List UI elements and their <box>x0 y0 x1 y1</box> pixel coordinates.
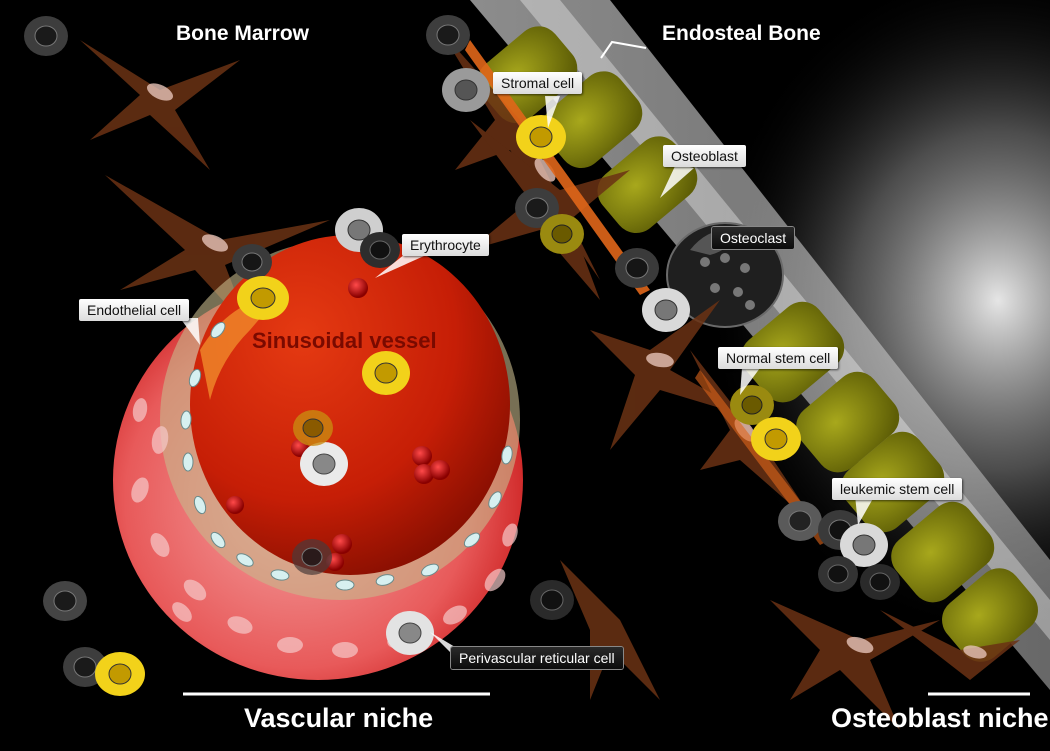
gray-cell <box>232 244 272 280</box>
vessel-rim <box>200 295 280 400</box>
endosteal-bracket <box>600 40 647 59</box>
gray-cell <box>43 581 87 621</box>
stem-cell <box>751 417 801 461</box>
stem-cell <box>293 410 333 446</box>
erythrocytes <box>226 278 450 571</box>
gray-cell <box>24 16 68 56</box>
gray-cell <box>300 442 348 486</box>
perivascular-reticular-cell-label: Perivascular reticular cell <box>451 647 623 669</box>
gray-cell <box>515 188 559 228</box>
stromal-cell <box>80 40 240 170</box>
erythrocyte-cell <box>226 496 244 514</box>
erythrocyte-cell <box>430 460 450 480</box>
endosteal-bone-title: Endosteal Bone <box>662 22 821 45</box>
osteoblast-cell <box>796 371 900 473</box>
stromal-cell <box>880 610 1020 680</box>
perivascular-cells <box>131 398 518 658</box>
stem-cell <box>516 115 566 159</box>
stromal-strand <box>465 40 650 295</box>
normal-stem-cell-label: Normal stem cell <box>718 347 839 369</box>
gray-cell <box>615 248 659 288</box>
osteoblast-pointer <box>660 164 694 198</box>
gray-cell <box>860 564 900 600</box>
erythrocyte-cell <box>414 464 434 484</box>
gray-cell <box>360 232 400 268</box>
endothelial-pointer <box>180 318 200 345</box>
stem-cell <box>95 652 145 696</box>
osteoblast-cell <box>542 71 643 169</box>
stromal-cell <box>105 175 330 330</box>
sinusoidal-vessel-title: Sinusoidal vessel <box>252 328 437 353</box>
gray-cell <box>840 523 888 567</box>
osteoblast-niche-title: Osteoblast niche <box>831 703 1049 733</box>
gray-cell <box>778 501 822 541</box>
erythrocyte-label: Erythrocyte <box>402 234 489 256</box>
stem-cell <box>237 276 289 320</box>
stem-cell <box>362 351 410 395</box>
normal-stem-pointer <box>740 368 760 395</box>
bone-marrow-title: Bone Marrow <box>176 22 310 45</box>
label-pointers <box>180 96 875 662</box>
stromal-pointer <box>545 96 560 128</box>
gray-cell <box>442 68 490 112</box>
stromal-cell <box>770 600 940 730</box>
osteoblast-cell <box>942 568 1038 662</box>
gray-cell <box>292 539 332 575</box>
erythrocyte-pointer <box>375 250 424 278</box>
vascular-niche-title: Vascular niche <box>244 703 434 733</box>
osteoblast-cell <box>891 501 995 603</box>
stromal-cell <box>560 560 660 700</box>
gray-cell <box>818 556 858 592</box>
erythrocyte-cell <box>412 446 432 466</box>
yellow-stem-cells <box>95 115 801 696</box>
stromal-cell <box>590 300 760 450</box>
stem-cell <box>540 214 584 254</box>
vessel-lumen <box>190 235 510 575</box>
erythrocyte-cell <box>348 278 368 298</box>
stem-cell <box>730 385 774 425</box>
osteoblast-label: Osteoblast <box>663 145 746 167</box>
gray-cell <box>386 611 434 655</box>
gray-cells <box>24 15 900 687</box>
stromal-cell-label: Stromal cell <box>493 72 583 94</box>
gray-cell <box>530 580 574 620</box>
leukemic-stem-cell-label: leukemic stem cell <box>832 478 963 500</box>
erythrocyte-cell <box>332 534 352 554</box>
endothelial-cells <box>180 321 513 591</box>
gray-cell <box>426 15 470 55</box>
endothelial-cell-label: Endothelial cell <box>79 299 190 321</box>
leukemic-stem-pointer <box>855 495 875 525</box>
osteoclast-label: Osteoclast <box>712 227 795 249</box>
gray-cell <box>642 288 690 332</box>
